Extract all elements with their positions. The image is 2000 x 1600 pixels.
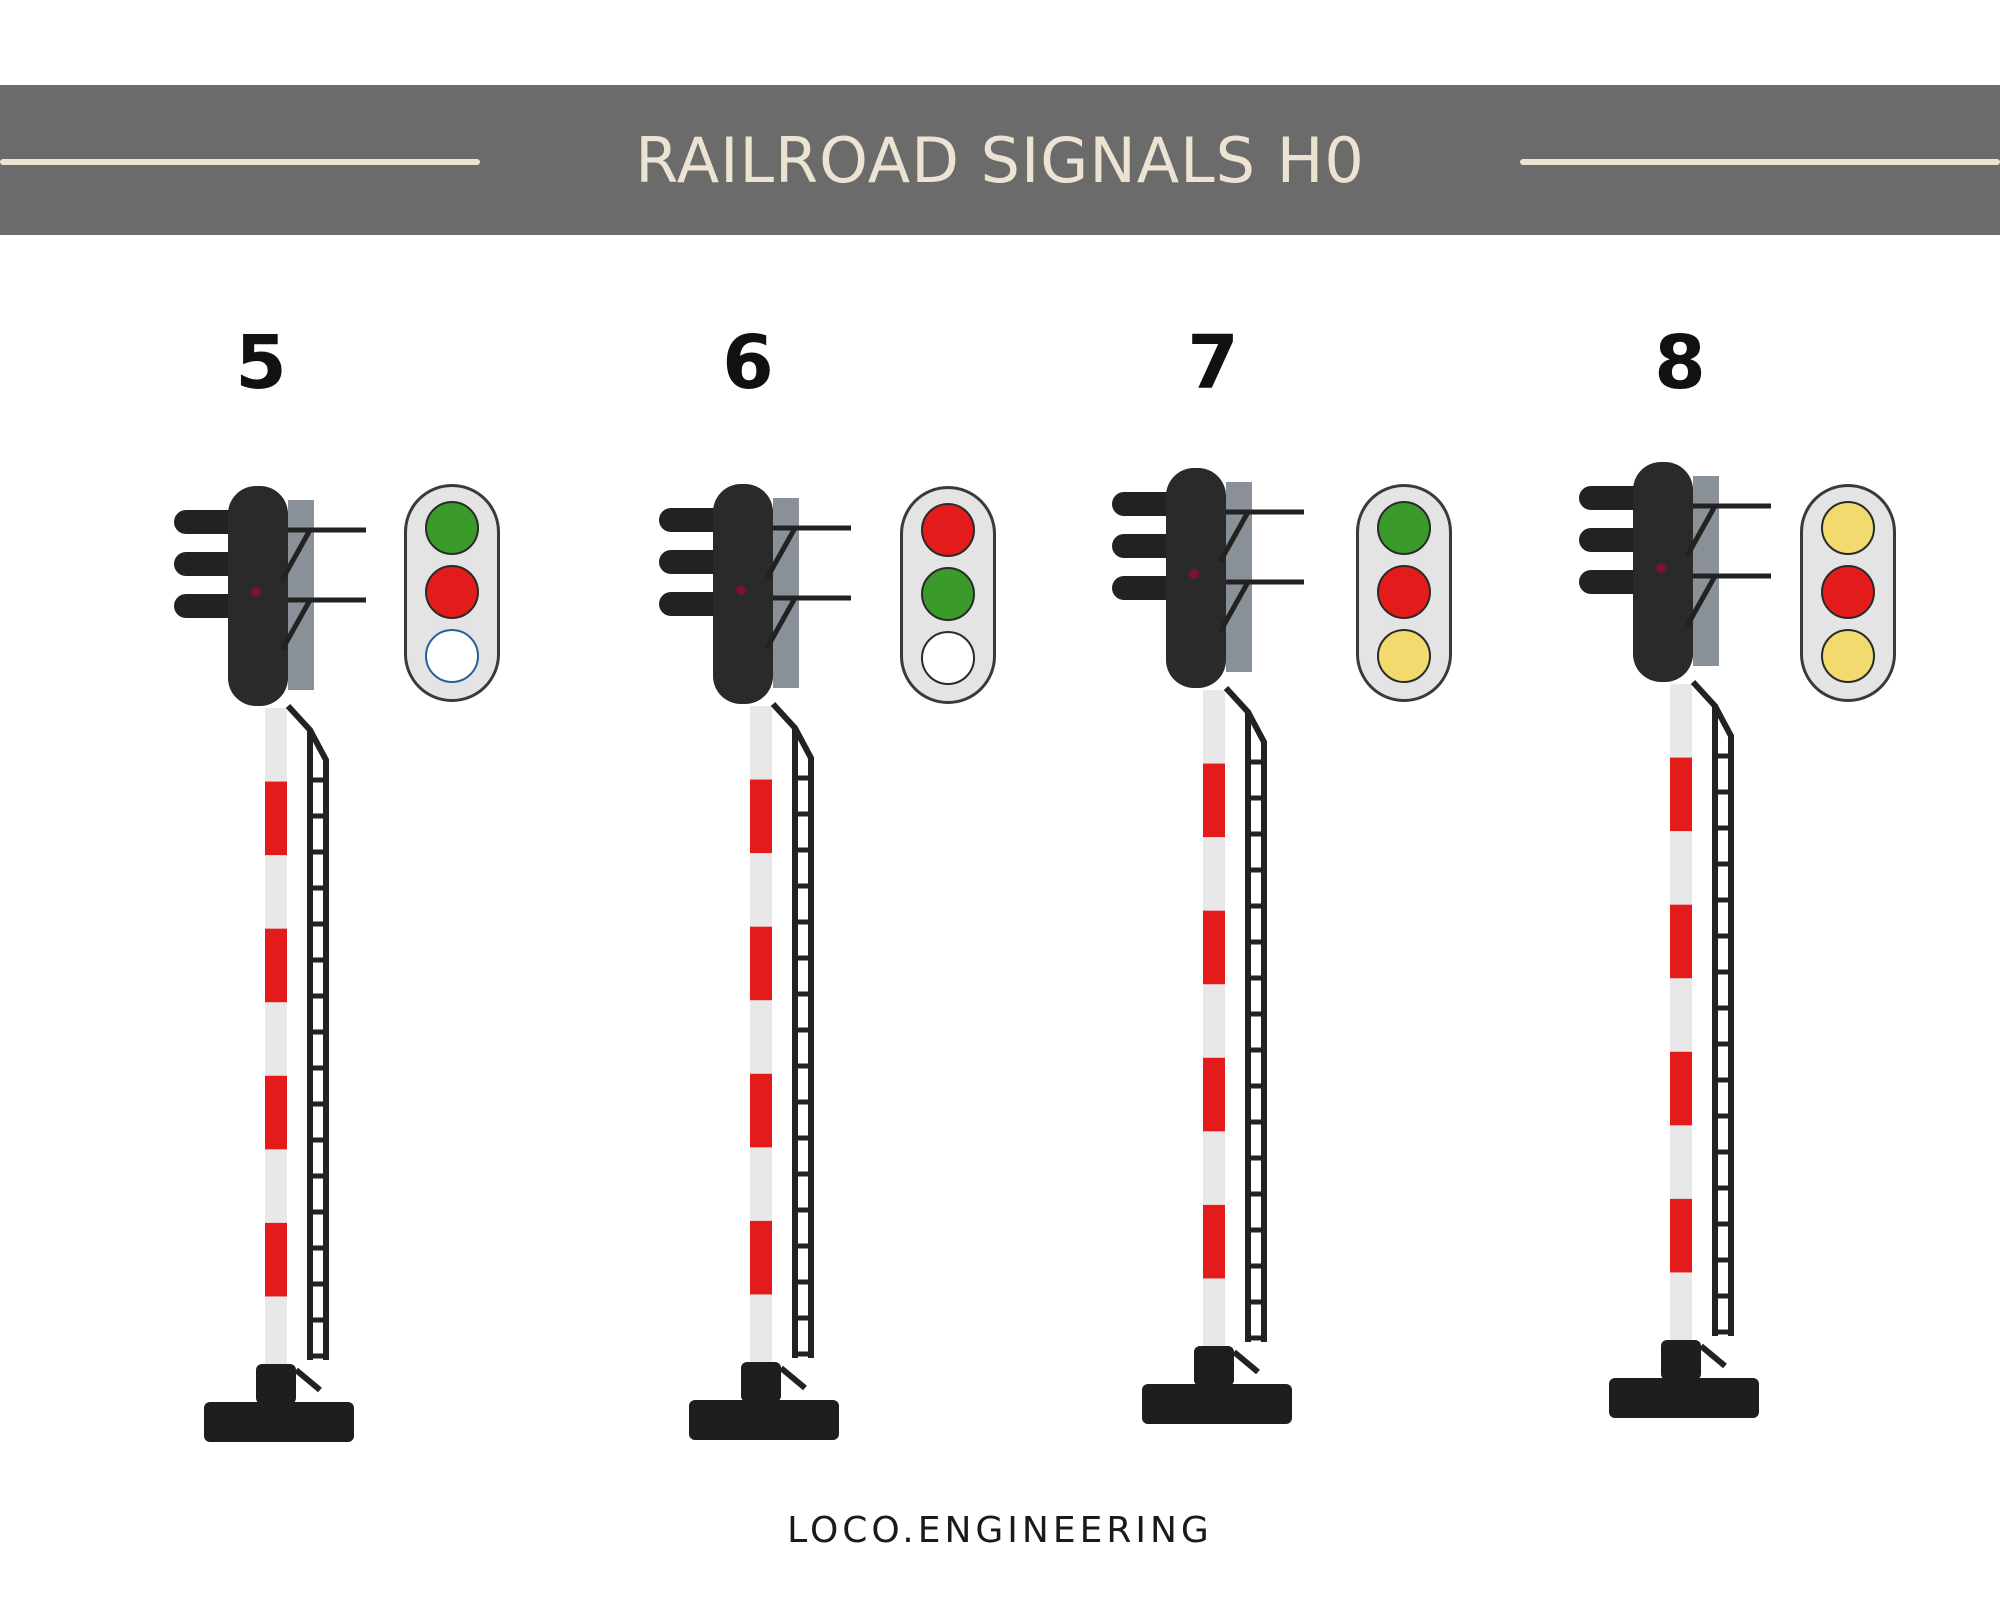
signal-number: 5 [235,320,287,406]
signal-mast-image [1579,462,1771,1418]
header-banner: RAILROAD SIGNALS H0 [0,85,2000,235]
signal-lamp [1821,565,1875,619]
signal-indicator [1800,484,1896,702]
signal-lamp [1377,565,1431,619]
signal-lamp [1821,629,1875,683]
signal-lamp [1821,501,1875,555]
signal-mast-image [659,484,851,1440]
signal-indicator [900,486,996,704]
signal-lamp [921,567,975,621]
banner-right-line [1520,159,2000,165]
signal-number: 6 [722,320,774,406]
signal-lamp [425,629,479,683]
footer-brand: LOCO.ENGINEERING [787,1510,1213,1551]
signal-mast-image [174,486,366,1442]
signal-lamp [425,501,479,555]
page-title: RAILROAD SIGNALS H0 [635,124,1365,197]
signal-indicator [404,484,500,702]
signal-lamp [425,565,479,619]
banner-left-line [0,159,480,165]
signal-number: 8 [1654,320,1706,406]
signal-lamp [921,631,975,685]
signal-indicator [1356,484,1452,702]
signal-lamp [1377,629,1431,683]
signal-lamp [921,503,975,557]
signal-number: 7 [1187,320,1239,406]
signal-lamp [1377,501,1431,555]
signal-mast-image [1112,468,1304,1424]
